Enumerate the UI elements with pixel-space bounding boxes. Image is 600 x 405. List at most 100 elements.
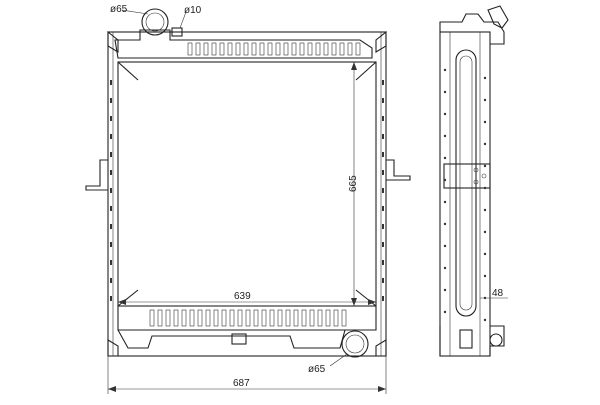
bottom-rib (333, 309, 339, 327)
side-slot (455, 49, 477, 317)
bottom-rib (181, 309, 187, 327)
rail-hole (382, 224, 384, 229)
top-rib (195, 42, 201, 56)
outlet-pipe: ø65 (308, 330, 369, 375)
bottom-rib (285, 309, 291, 327)
inlet-pipe: ø65 (110, 4, 169, 36)
rail-hole (110, 224, 112, 229)
bottom-rib (237, 309, 243, 327)
side-hole (443, 310, 447, 314)
left-mount-bracket (85, 159, 108, 191)
bottom-rib (197, 309, 203, 327)
rail-hole (382, 260, 384, 265)
side-hole (483, 76, 487, 80)
vent-port: ø10 (171, 5, 202, 37)
top-tank-ribs (187, 42, 361, 56)
top-rib (227, 42, 233, 56)
bottom-rib (157, 309, 163, 327)
bottom-rib (173, 309, 179, 327)
bottom-rib (245, 309, 251, 327)
side-hole (443, 200, 447, 204)
rail-hole (382, 134, 384, 139)
top-rib (203, 42, 209, 56)
top-rib (235, 42, 241, 56)
bottom-rib (341, 309, 347, 327)
bottom-rib (165, 309, 171, 327)
side-hole (483, 164, 487, 168)
rail-hole (110, 134, 112, 139)
bottom-rib (277, 309, 283, 327)
top-rib (339, 42, 345, 56)
side-center-bracket (443, 163, 491, 189)
side-depth-dimension: 48 (480, 288, 508, 299)
top-rib (259, 42, 265, 56)
bottom-rib (309, 309, 315, 327)
rail-hole (382, 98, 384, 103)
rail-hole (382, 188, 384, 193)
rail-hole (382, 278, 384, 283)
rail-hole (110, 296, 112, 301)
front-outer-frame (107, 31, 387, 357)
side-hole (443, 134, 447, 138)
top-rib (211, 42, 217, 56)
rail-hole (110, 242, 112, 247)
core-area (117, 61, 377, 307)
side-hole (483, 120, 487, 124)
bottom-rib (301, 309, 307, 327)
side-hole (483, 142, 487, 146)
side-hole (443, 222, 447, 226)
bottom-rib (317, 309, 323, 327)
rail-hole (382, 242, 384, 247)
rail-hole (382, 170, 384, 175)
bottom-rib (229, 309, 235, 327)
top-rib (243, 42, 249, 56)
overall-width-dimension-label: 687 (233, 378, 250, 389)
rail-hole (110, 278, 112, 283)
bottom-tank (107, 289, 387, 357)
rail-fixing-holes (110, 80, 384, 301)
side-outer-frame (439, 31, 491, 357)
inlet-pipe-diameter-label: ø65 (110, 4, 128, 15)
height-dimension-label: 665 (348, 175, 359, 192)
side-hole (443, 266, 447, 270)
bottom-rib (149, 309, 155, 327)
side-hole (483, 318, 487, 322)
side-hole (443, 68, 447, 72)
bottom-rib (253, 309, 259, 327)
rail-hole (110, 116, 112, 121)
bottom-rib (189, 309, 195, 327)
top-rib (307, 42, 313, 56)
top-rib (299, 42, 305, 56)
bottom-rib (221, 309, 227, 327)
rail-hole (382, 296, 384, 301)
top-rib (187, 42, 193, 56)
top-tank (107, 29, 387, 81)
rail-hole (110, 170, 112, 175)
side-view: 48 (439, 5, 509, 357)
bottom-tank-ribs (149, 309, 347, 327)
rail-hole (110, 152, 112, 157)
overall-width-dimension: 687 (107, 356, 387, 394)
rail-hole (110, 98, 112, 103)
side-hole (483, 98, 487, 102)
vent-diameter-label: ø10 (184, 5, 202, 16)
side-hole (483, 252, 487, 256)
side-hole (443, 112, 447, 116)
side-fixing-holes (443, 68, 487, 322)
side-hole (483, 186, 487, 190)
rail-hole (110, 260, 112, 265)
top-rib (219, 42, 225, 56)
core-width-dimension: 639 (118, 291, 376, 305)
top-rib (331, 42, 337, 56)
side-hole (443, 178, 447, 182)
side-hole (443, 156, 447, 160)
top-rib (315, 42, 321, 56)
side-hole (483, 230, 487, 234)
top-rib (251, 42, 257, 56)
rail-hole (382, 116, 384, 121)
top-rib (275, 42, 281, 56)
top-rib (347, 42, 353, 56)
bottom-rib (261, 309, 267, 327)
